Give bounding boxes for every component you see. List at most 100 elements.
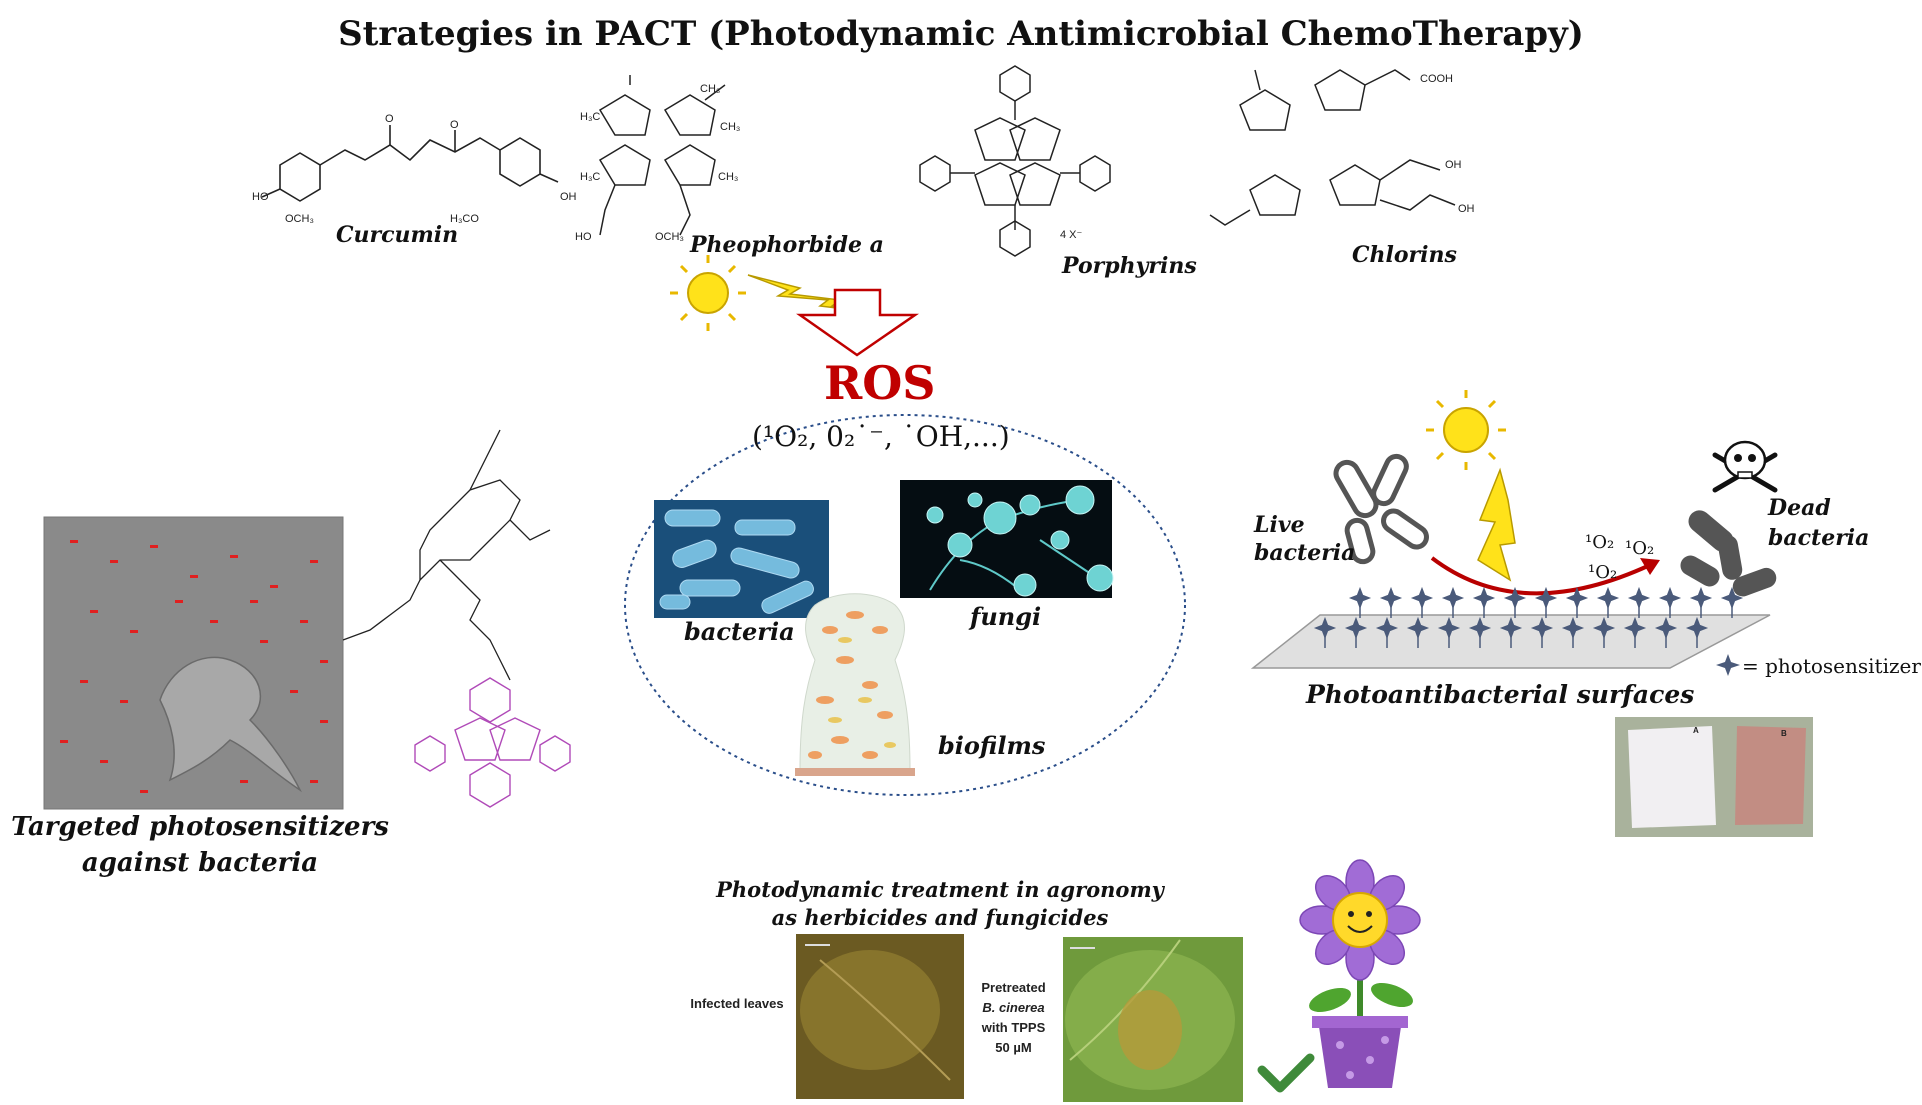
svg-text:H₃C: H₃C — [580, 111, 600, 123]
sun-icon-left — [670, 255, 746, 331]
ps-star — [1472, 586, 1496, 610]
chlorins-label: Chlorins — [1352, 242, 1457, 268]
svg-text:HO: HO — [575, 231, 592, 243]
pretreated-line3: with TPPS — [981, 1020, 1046, 1035]
ps-star — [1685, 616, 1709, 640]
bacteria-image — [654, 500, 829, 618]
ps-star — [1410, 586, 1434, 610]
dead-bacteria-line2: bacteria — [1768, 525, 1870, 551]
biofilm-image — [795, 593, 915, 776]
svg-text:CH₃: CH₃ — [718, 171, 738, 183]
singlet-oxygen-3: ¹O₂ — [1588, 562, 1618, 583]
live-bacteria-icon — [1333, 453, 1429, 565]
ps-star — [1561, 616, 1585, 640]
sample-a-label: A — [1693, 726, 1699, 735]
porphyrins-label: Porphyrins — [1062, 253, 1197, 279]
ps-star — [1658, 586, 1682, 610]
ps-star — [1627, 586, 1651, 610]
fungi-image — [900, 480, 1114, 598]
porphyrin-structure — [919, 65, 1111, 257]
page-title: Strategies in PACT (Photodynamic Antimic… — [338, 14, 1584, 54]
photosensitizer-stars — [1313, 586, 1744, 648]
pretreated-line2: B. cinerea — [982, 1000, 1045, 1015]
treated-leaf-photo — [1063, 937, 1243, 1102]
ps-star — [1720, 586, 1744, 610]
ps-star — [1530, 616, 1554, 640]
happy-flower-icon — [1299, 859, 1421, 1088]
svg-text:OH: OH — [560, 191, 577, 203]
ps-star — [1592, 616, 1616, 640]
ps-star — [1344, 616, 1368, 640]
curcumin-structure — [261, 125, 559, 202]
photosensitizer-legend: = photosensitizer — [1742, 654, 1921, 678]
checkmark-icon — [1257, 1053, 1315, 1093]
svg-text:OCH₃: OCH₃ — [655, 231, 684, 243]
skull-icon — [1712, 440, 1778, 493]
sample-b-label: B — [1781, 729, 1787, 738]
ps-star — [1468, 616, 1492, 640]
pretreated-line1: Pretreated — [981, 980, 1046, 995]
svg-text:CH₃: CH₃ — [720, 121, 740, 133]
svg-text:O: O — [450, 119, 459, 131]
pretreated-line4: 50 µM — [995, 1040, 1032, 1055]
ps-star — [1437, 616, 1461, 640]
ps-star — [1565, 586, 1589, 610]
agronomy-title-line1: Photodynamic treatment in agronomy — [716, 877, 1164, 902]
svg-text:H₃CO: H₃CO — [450, 213, 479, 225]
arrow-down-icon — [796, 288, 920, 357]
curved-arrow-icon — [1430, 556, 1651, 596]
infected-leaves-label: Infected leaves — [690, 996, 784, 1011]
targeted-label-line1: Targeted photosensitizers — [11, 812, 389, 842]
ps-star — [1534, 586, 1558, 610]
svg-text:OH: OH — [1458, 203, 1475, 215]
dead-bacteria-icon — [1680, 510, 1777, 597]
live-bacteria-line1: Live — [1254, 512, 1305, 538]
svg-text:HO: HO — [252, 191, 269, 203]
microbe-ellipse — [624, 414, 1186, 796]
agronomy-title-line2: as herbicides and fungicides — [771, 905, 1109, 930]
svg-text:O: O — [385, 113, 394, 125]
curcumin-label: Curcumin — [336, 222, 459, 248]
ros-label: ROS — [824, 356, 936, 410]
ps-star — [1689, 586, 1713, 610]
chlorin-structure — [1209, 69, 1456, 226]
ps-star — [1441, 586, 1465, 610]
ps-star — [1375, 616, 1399, 640]
svg-text:CH₃: CH₃ — [700, 83, 720, 95]
ps-star — [1406, 616, 1430, 640]
bacteria-label: bacteria — [684, 617, 795, 646]
microscopy-image — [43, 516, 344, 810]
svg-text:OCH₃: OCH₃ — [285, 213, 314, 225]
surfaces-title: Photoantibacterial surfaces — [1306, 680, 1695, 709]
ps-star — [1596, 586, 1620, 610]
ros-species: (¹O₂, 0₂˙⁻, ˙OH,...) — [752, 420, 1010, 453]
infected-leaf-photo — [796, 934, 964, 1099]
ps-star — [1379, 586, 1403, 610]
singlet-oxygen-1: ¹O₂ — [1585, 532, 1615, 553]
dead-bacteria-line1: Dead — [1768, 495, 1831, 521]
ps-star — [1499, 616, 1523, 640]
ps-star — [1623, 616, 1647, 640]
ps-star — [1348, 586, 1372, 610]
lightning-icon-right — [1477, 467, 1516, 582]
peptide-conjugate-structure — [342, 429, 551, 681]
targeted-label-line2: against bacteria — [81, 848, 319, 878]
ps-star — [1503, 586, 1527, 610]
biofilms-label: biofilms — [938, 731, 1046, 760]
fungi-label: fungi — [970, 602, 1042, 631]
pheophorbide-structure — [598, 75, 726, 236]
sun-icon-right — [1426, 390, 1506, 470]
svg-text:H₃C: H₃C — [580, 171, 600, 183]
svg-text:4 X⁻: 4 X⁻ — [1060, 229, 1083, 241]
porphyrin-tag-structure — [414, 677, 571, 808]
live-bacteria-line2: bacteria — [1254, 540, 1356, 566]
ps-star — [1313, 616, 1337, 640]
svg-text:OH: OH — [1445, 159, 1462, 171]
pheophorbide-label: Pheophorbide a — [690, 232, 884, 258]
legend-star-icon — [1716, 654, 1740, 676]
ps-star — [1654, 616, 1678, 640]
surface-samples-photo — [1615, 717, 1813, 837]
singlet-oxygen-2: ¹O₂ — [1625, 538, 1655, 559]
svg-text:COOH: COOH — [1420, 73, 1453, 85]
